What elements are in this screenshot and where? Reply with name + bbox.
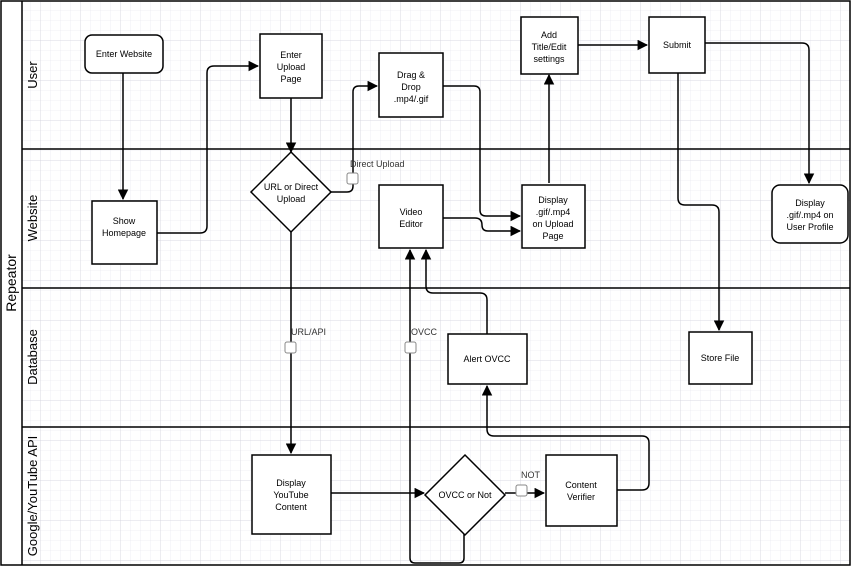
node-display-profile <box>771 184 849 244</box>
label-display-upload-4: Page <box>542 231 563 241</box>
label-content-verifier-2: Verifier <box>567 492 595 502</box>
node-enter-website <box>84 34 164 74</box>
node-url-or-direct <box>249 150 333 234</box>
edge-submit-to-store-file <box>677 73 725 332</box>
edge-video-editor-to-display <box>443 217 522 237</box>
label-video-editor-2: Editor <box>399 219 423 229</box>
edge-label-not: NOT <box>521 470 541 480</box>
edge-handles <box>284 172 528 497</box>
node-labels: Enter Website Enter Upload Page Drag & D… <box>96 30 834 512</box>
label-display-upload-1: Display <box>538 195 568 205</box>
label-ovcc-or-not: OVCC or Not <box>438 490 492 500</box>
label-display-profile-1: Display <box>795 198 825 208</box>
pool-title: Repeator <box>3 254 19 312</box>
lane-label-user: User <box>25 61 40 89</box>
node-enter-upload-page <box>259 33 323 99</box>
node-ovcc-or-not <box>423 453 507 537</box>
node-store-file <box>688 331 753 385</box>
label-drag-drop-1: Drag & <box>397 70 425 80</box>
edge-ovcc-to-video-editor <box>404 248 465 564</box>
label-enter-upload-page-2: Upload <box>277 62 306 72</box>
label-url-or-direct-2: Upload <box>277 194 306 204</box>
node-content-verifier <box>545 454 618 527</box>
label-display-youtube-3: Content <box>275 502 307 512</box>
edge-label-ovcc: OVCC <box>411 327 438 337</box>
edge-alert-to-video-editor <box>420 248 488 334</box>
edge-verifier-to-alert <box>481 384 650 491</box>
label-display-upload-2: .gif/.mp4 <box>536 207 571 217</box>
label-alert-ovcc: Alert OVCC <box>463 354 511 364</box>
label-display-youtube-2: YouTube <box>273 490 308 500</box>
node-submit <box>648 16 706 74</box>
label-add-title-2: Title/Edit <box>532 42 567 52</box>
node-display-upload <box>521 184 586 249</box>
node-shapes <box>84 16 849 537</box>
edges <box>117 39 815 564</box>
handle-ovcc <box>404 341 417 354</box>
label-content-verifier-1: Content <box>565 480 597 490</box>
label-display-profile-2: .gif/.mp4 on <box>786 210 833 220</box>
edge-label-direct-upload: Direct Upload <box>350 159 405 169</box>
edge-label-url-api: URL/API <box>291 327 326 337</box>
lane-label-google-youtube-api: Google/YouTube API <box>25 436 40 556</box>
node-add-title <box>520 16 579 75</box>
node-alert-ovcc <box>447 333 528 385</box>
label-display-profile-3: User Profile <box>786 222 833 232</box>
label-display-youtube-1: Display <box>276 478 306 488</box>
label-url-or-direct-1: URL or Direct <box>264 182 319 192</box>
label-enter-website: Enter Website <box>96 49 152 59</box>
label-enter-upload-page-3: Page <box>280 74 301 84</box>
label-store-file: Store File <box>701 353 740 363</box>
edge-homepage-to-upload-page <box>157 60 260 234</box>
node-video-editor <box>378 184 444 249</box>
label-add-title-1: Add <box>541 30 557 40</box>
handle-not <box>515 484 528 497</box>
edge-direct-upload-to-drag-drop <box>329 80 379 193</box>
edge-submit-to-profile <box>705 42 815 185</box>
handle-direct-upload <box>346 172 359 185</box>
edge-drag-drop-to-display <box>443 85 522 222</box>
label-drag-drop-2: Drop <box>401 82 421 92</box>
label-enter-upload-page-1: Enter <box>280 50 302 60</box>
node-drag-drop <box>378 52 444 118</box>
label-show-homepage-2: Homepage <box>102 228 146 238</box>
label-submit: Submit <box>663 40 692 50</box>
handle-url-api <box>284 341 297 354</box>
label-add-title-3: settings <box>533 54 565 64</box>
node-show-homepage <box>91 200 158 265</box>
label-display-upload-3: on Upload <box>532 219 573 229</box>
lane-label-database: Database <box>25 329 40 385</box>
lane-label-website: Website <box>25 195 40 242</box>
label-drag-drop-3: .mp4/.gif <box>394 94 429 104</box>
label-show-homepage-1: Show <box>113 216 136 226</box>
node-display-youtube <box>251 454 332 535</box>
label-video-editor-1: Video <box>400 207 423 217</box>
